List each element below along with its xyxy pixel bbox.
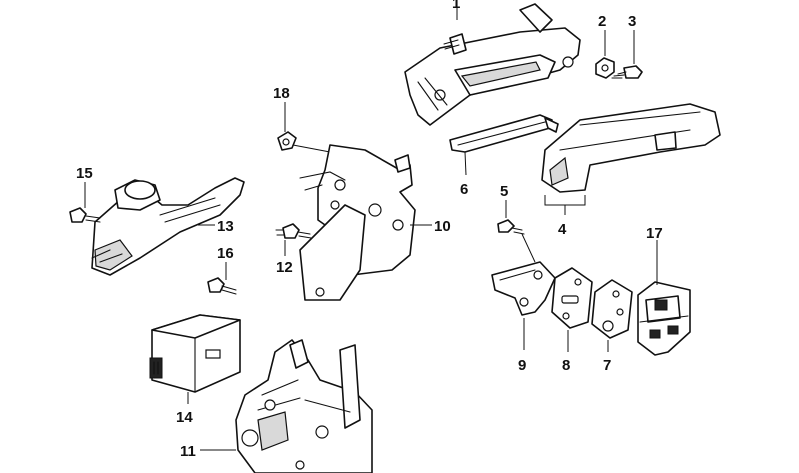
- callout-12: 12: [276, 259, 293, 276]
- callout-15: 15: [76, 165, 93, 182]
- part-5-screw: [497, 219, 525, 235]
- callout-3: 3: [628, 13, 636, 30]
- part-15-screw: [69, 207, 101, 223]
- callout-2: 2: [598, 13, 606, 30]
- callout-9: 9: [518, 357, 526, 374]
- callout-5: 5: [500, 183, 508, 200]
- callout-6: 6: [460, 181, 468, 198]
- part-2-nut: [595, 57, 615, 79]
- callout-13: 13: [217, 218, 234, 235]
- part-9-bracket: [491, 261, 556, 316]
- part-11-door-latch: [235, 339, 373, 473]
- callout-1: 1: [452, 0, 460, 12]
- part-6-gasket: [449, 114, 559, 153]
- part-8-plate: [551, 267, 593, 329]
- callout-7: 7: [603, 357, 611, 374]
- callout-4: 4: [558, 221, 567, 238]
- part-13-actuator: [91, 177, 245, 276]
- callout-8: 8: [562, 357, 570, 374]
- callout-10: 10: [434, 218, 451, 235]
- callout-17: 17: [646, 225, 663, 242]
- part-7-plate: [591, 279, 633, 339]
- part-10-lock-mechanism: [299, 144, 416, 301]
- part-12-screw: [275, 223, 312, 239]
- callout-11: 11: [180, 443, 196, 460]
- part-4-outer-handle: [541, 103, 721, 193]
- callout-14: 14: [176, 409, 193, 426]
- part-3-screw: [611, 65, 643, 79]
- part-14-control-module: [149, 314, 241, 393]
- callout-16: 16: [217, 245, 234, 262]
- part-18-clip: [277, 131, 297, 151]
- part-1-handle-carrier: [404, 3, 581, 126]
- part-17-lock-insert: [637, 281, 691, 356]
- part-16-screw: [207, 277, 237, 295]
- callout-18: 18: [273, 85, 290, 102]
